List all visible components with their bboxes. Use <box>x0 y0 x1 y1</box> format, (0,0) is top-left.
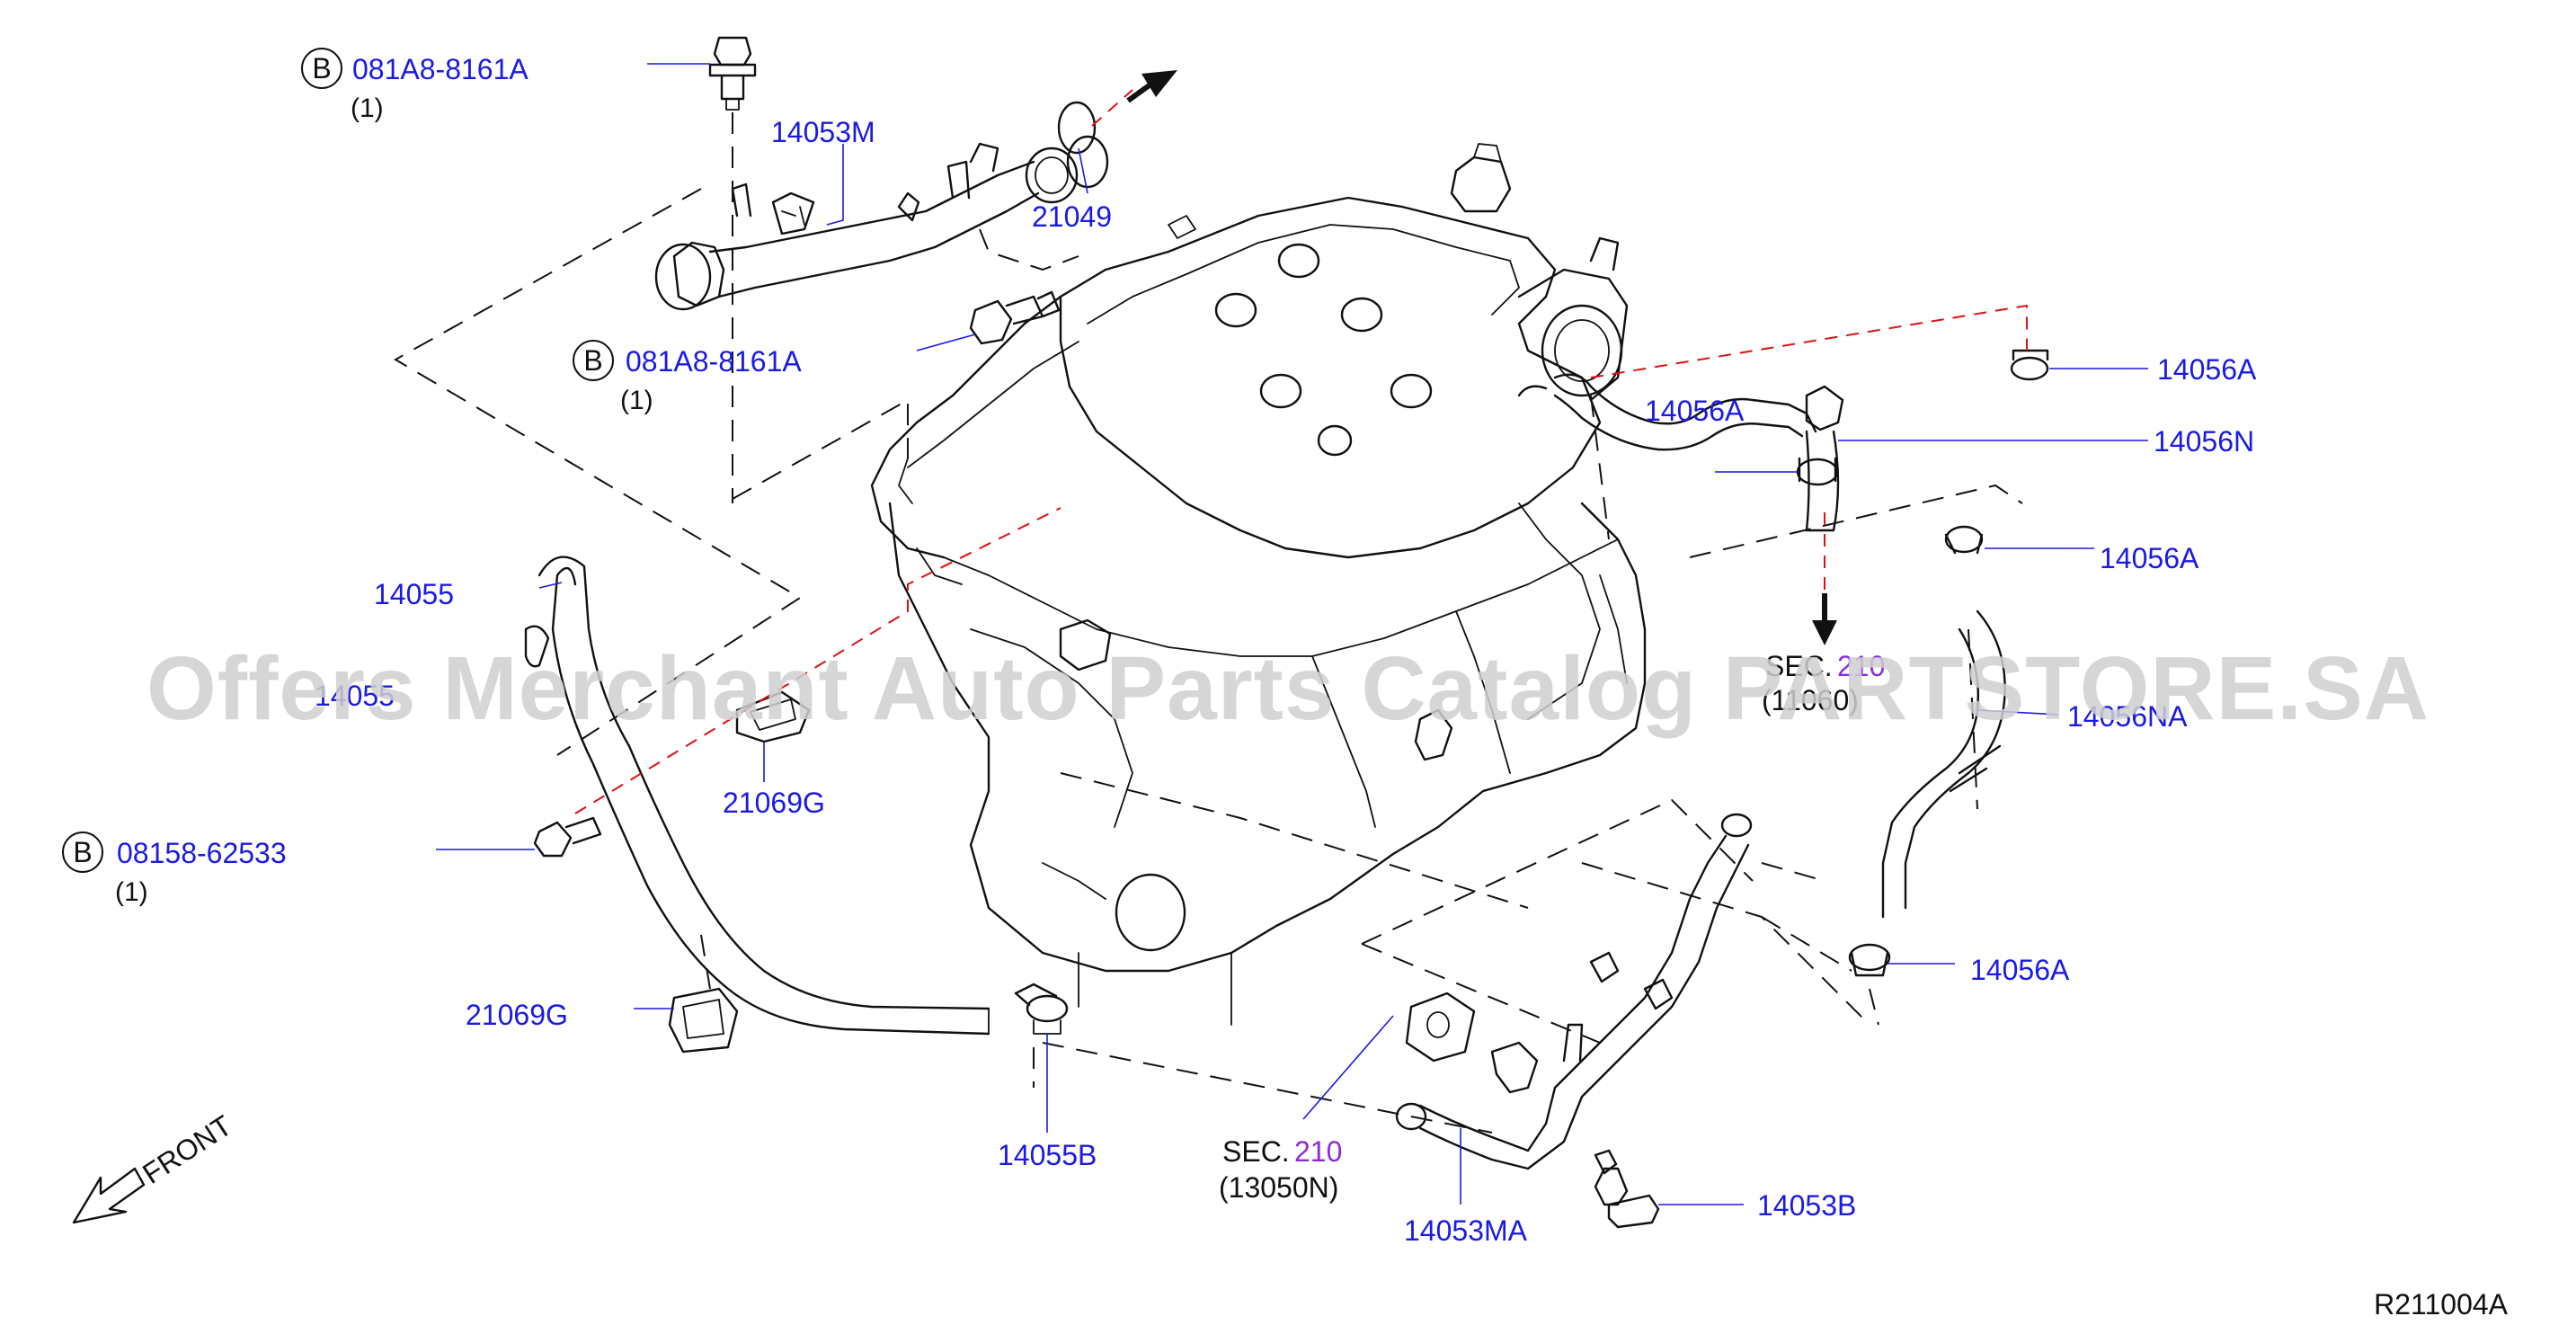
leader-lines <box>436 63 2148 1205</box>
qty-bolt-top: (1) <box>351 93 384 123</box>
clamp-right-left-drawing <box>1796 457 1839 486</box>
part-label-clamp-right-mid[interactable]: 14056A <box>2100 542 2199 574</box>
part-label-bolt-low[interactable]: 08158-62533 <box>117 837 287 869</box>
sec-ref-right-sub: (11060) <box>1762 684 1859 716</box>
clamp-right-top-drawing <box>2010 349 2049 381</box>
part-label-clamp-right-bottom[interactable]: 14056A <box>1970 954 2070 986</box>
sec-ref-lower[interactable]: SEC. 210 (13050N) <box>1219 1135 1342 1204</box>
clip-lower-drawing <box>668 987 739 1054</box>
front-arrow-icon <box>72 1167 146 1224</box>
part-label-clamp-right-top[interactable]: 14056A <box>2157 353 2257 386</box>
engine-block-drawing <box>870 143 1647 1026</box>
part-label-clamp-right-left[interactable]: 14056A <box>1645 395 1745 427</box>
front-label: FRONT <box>137 1109 237 1190</box>
b-circle-letter: B <box>312 52 331 84</box>
part-label-hose-right-lower[interactable]: 14056NA <box>2067 700 2188 733</box>
front-indicator: FRONT <box>72 1109 237 1224</box>
qty-bolt-mid: (1) <box>620 386 653 415</box>
part-label-bolt-mid[interactable]: 081A8-8161A <box>626 345 802 378</box>
sec-ref-lower-prefix: SEC. <box>1222 1135 1290 1168</box>
part-label-hose-right-upper[interactable]: 14056N <box>2154 425 2254 458</box>
part-label-hose-left[interactable]: 14055 <box>374 578 454 610</box>
bolt-mid-callout[interactable]: B 081A8-8161A (1) <box>573 340 802 415</box>
flow-arrow-down <box>1812 593 1837 645</box>
red-center-lines <box>574 89 2028 814</box>
sec-ref-right[interactable]: SEC. 210 (11060) <box>1762 650 1885 716</box>
right-hose-lower-drawing <box>1881 609 2006 919</box>
left-hose-drawing <box>524 556 990 1036</box>
upper-water-pipe-drawing <box>654 135 1109 311</box>
sec-ref-lower-number[interactable]: 210 <box>1294 1135 1342 1168</box>
part-label-hose-left-b[interactable]: 14055 <box>315 680 395 712</box>
clamp-right-bottom-drawing <box>1848 943 1891 977</box>
part-label-pipe-lower[interactable]: 14053MA <box>1404 1214 1528 1247</box>
b-circle-letter: B <box>583 344 602 377</box>
clamp-right-mid-drawing <box>1944 525 1984 555</box>
dashed-assembly-lines <box>393 112 2023 1134</box>
b-circle-icon <box>301 48 342 89</box>
bolt-mid-drawing <box>969 290 1061 345</box>
lower-water-pipe-drawing <box>1395 813 1753 1170</box>
sec-ref-right-prefix: SEC. <box>1765 650 1833 682</box>
part-label-bolt-lower-right[interactable]: 14053B <box>1757 1189 1856 1222</box>
part-label-clip-lower[interactable]: 21069G <box>466 999 568 1031</box>
bolt-top-drawing <box>708 36 757 111</box>
part-label-clamp-lower[interactable]: 14055B <box>998 1139 1097 1171</box>
qty-bolt-low: (1) <box>115 877 148 907</box>
part-label-bolt-top[interactable]: 081A8-8161A <box>352 53 529 85</box>
part-label-pipe-upper[interactable]: 14053M <box>771 116 875 148</box>
sec-ref-lower-sub: (13050N) <box>1219 1171 1338 1204</box>
clamp-lower-drawing <box>1014 983 1069 1035</box>
bolt-low-drawing <box>533 816 602 858</box>
part-label-clip-upper[interactable]: 21069G <box>723 787 825 819</box>
watermark-text: Offers Merchant Auto Parts Catalog PARTS… <box>147 638 2429 739</box>
o-ring-drawing <box>1057 101 1097 155</box>
flow-arrow-upper <box>1126 70 1177 103</box>
bolt-lower-right-drawing <box>1594 1149 1660 1229</box>
b-circle-letter: B <box>73 836 92 868</box>
right-hose-upper-drawing <box>1517 373 1844 532</box>
clip-upper-drawing <box>735 690 811 743</box>
b-circle-icon <box>62 832 103 873</box>
part-label-o-ring[interactable]: 21049 <box>1032 200 1112 233</box>
bolt-top-callout[interactable]: B 081A8-8161A (1) <box>301 48 529 123</box>
bolt-low-callout[interactable]: B 08158-62533 (1) <box>62 832 287 907</box>
diagram-id: R211004A <box>2374 1288 2509 1321</box>
sec-ref-right-number[interactable]: 210 <box>1837 650 1885 682</box>
b-circle-icon <box>573 340 614 381</box>
